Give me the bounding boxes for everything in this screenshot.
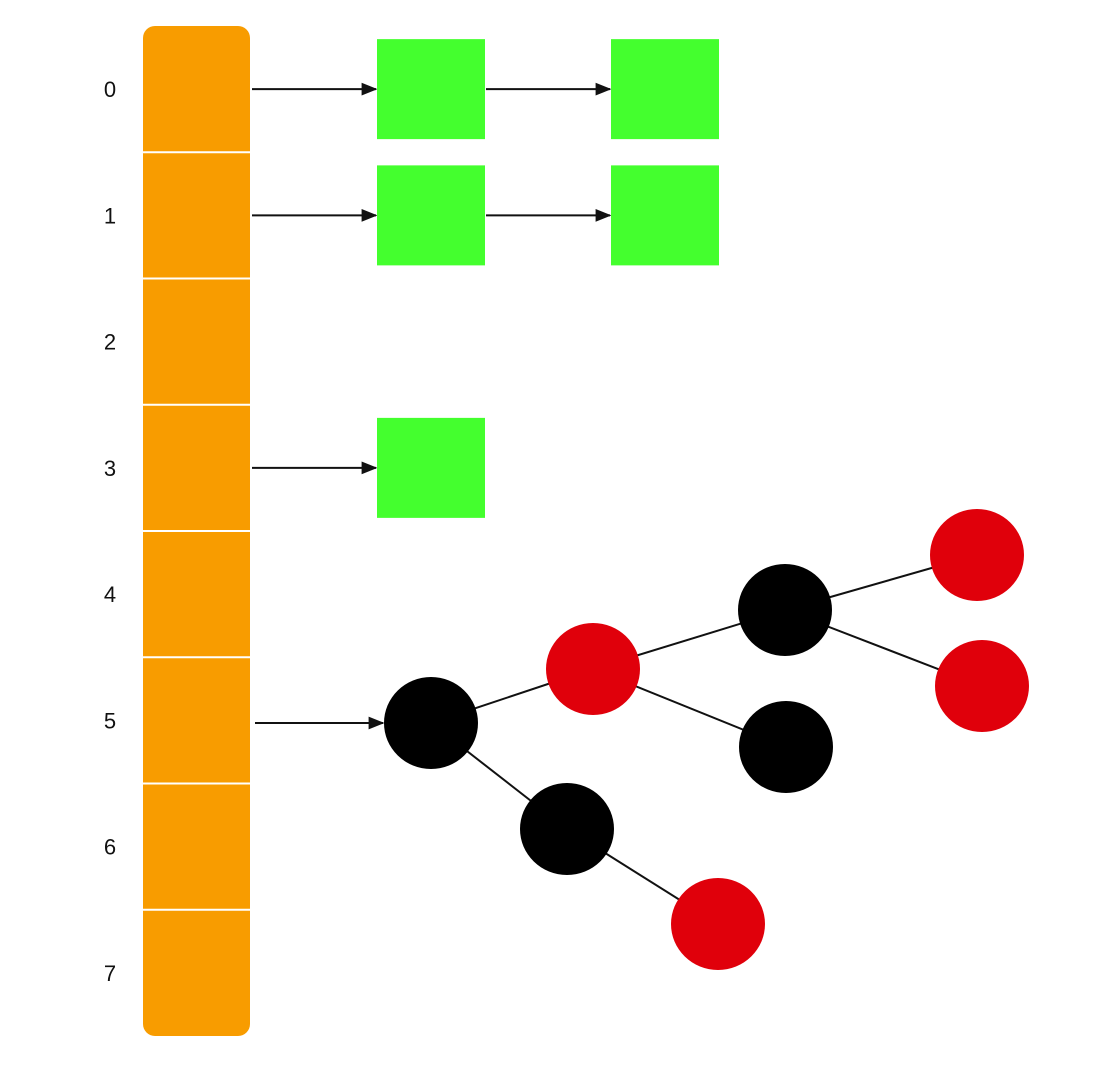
bucket-index-label: 1 <box>104 203 116 228</box>
bucket-index-label: 6 <box>104 835 116 860</box>
list-node <box>377 39 485 140</box>
tree-node-black <box>520 783 614 875</box>
bucket-dividers <box>143 151 250 911</box>
tree-edges <box>255 554 983 925</box>
bucket-index-label: 4 <box>104 582 116 607</box>
list-node <box>377 417 485 518</box>
tree-node-red <box>935 640 1029 732</box>
bucket-index-label: 5 <box>104 708 116 733</box>
list-node <box>611 39 719 140</box>
tree-node-black <box>738 564 832 656</box>
index-labels: 0 1 2 3 4 5 6 7 <box>104 77 116 986</box>
linked-list-chains <box>252 39 719 518</box>
bucket-index-label: 2 <box>104 330 116 355</box>
tree-node-red <box>671 878 765 970</box>
list-node <box>611 165 719 266</box>
bucket-array <box>143 26 250 1036</box>
red-black-tree <box>255 509 1029 970</box>
bucket-index-label: 0 <box>104 77 116 102</box>
tree-node-red <box>546 623 640 715</box>
tree-node-red <box>930 509 1024 601</box>
bucket-index-label: 7 <box>104 961 116 986</box>
tree-node-black <box>384 677 478 769</box>
bucket-index-label: 3 <box>104 456 116 481</box>
tree-node-black <box>739 701 833 793</box>
list-node <box>377 165 485 266</box>
tree-nodes <box>384 509 1029 970</box>
